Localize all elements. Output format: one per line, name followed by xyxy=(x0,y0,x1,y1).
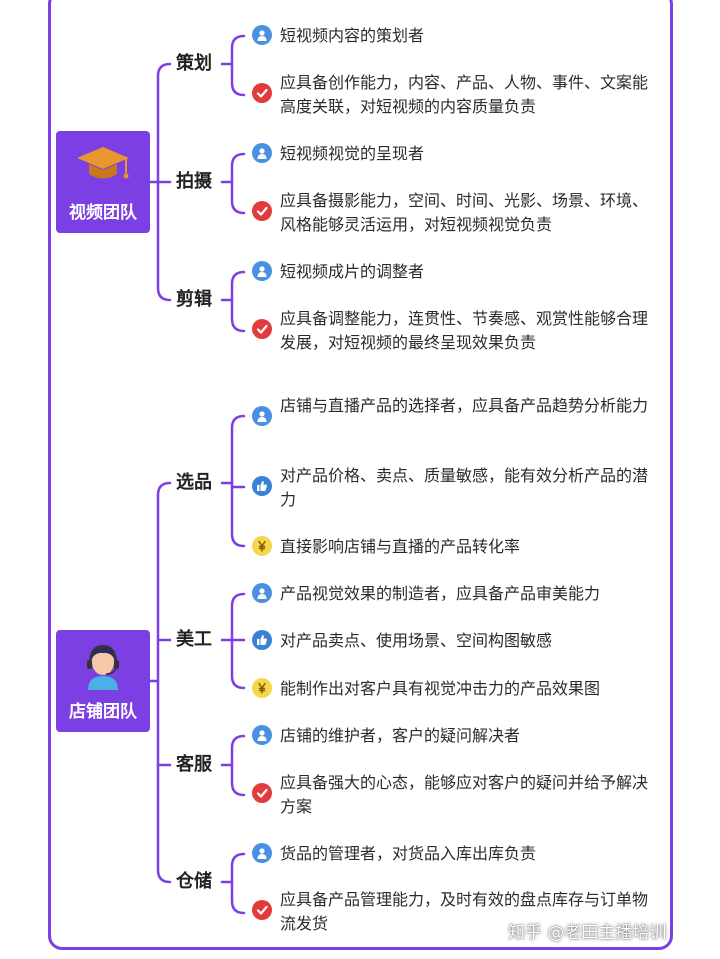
person-icon xyxy=(252,261,272,281)
check-icon xyxy=(252,201,272,221)
person-icon xyxy=(252,843,272,863)
mindmap-frame xyxy=(48,0,673,950)
person-icon xyxy=(252,143,272,163)
item-text: 应具备产品管理能力，及时有效的盘点库存与订单物流发货 xyxy=(280,890,649,933)
item-text: 店铺与直播产品的选择者，应具备产品趋势分析能力 xyxy=(280,396,649,415)
thumbs-up-icon xyxy=(252,476,272,496)
item-text: 应具备调整能力，连贯性、节奏感、观赏性能够合理发展，对短视频的最终呈现效果负责 xyxy=(280,309,649,352)
item-text: 短视频内容的策划者 xyxy=(280,26,425,45)
item-text: 短视频成片的调整者 xyxy=(280,262,425,281)
role-customer-service: 客服 xyxy=(176,754,212,775)
role-warehousing: 仓储 xyxy=(176,871,212,892)
graduation-cap-icon xyxy=(56,141,150,189)
item-text: 对产品价格、卖点、质量敏感，能有效分析产品的潜力 xyxy=(280,466,649,509)
person-icon xyxy=(252,406,272,426)
person-icon xyxy=(252,583,272,603)
item-text: 对产品卖点、使用场景、空间构图敏感 xyxy=(280,631,553,650)
item-text: 店铺的维护者，客户的疑问解决者 xyxy=(280,726,521,745)
item-text: 应具备强大的心态，能够应对客户的疑问并给予解决方案 xyxy=(280,773,649,816)
customer-service-agent-icon xyxy=(56,640,150,690)
thumbs-up-icon xyxy=(252,630,272,650)
yen-coin-icon xyxy=(252,536,272,556)
check-icon xyxy=(252,900,272,920)
item-text: 应具备摄影能力，空间、时间、光影、场景、环境、风格能够灵活运用，对短视频视觉负责 xyxy=(280,191,649,234)
item-text: 能制作出对客户具有视觉冲击力的产品效果图 xyxy=(280,679,601,698)
role-shooting: 拍摄 xyxy=(176,171,212,192)
team-label-shop: 店铺团队 xyxy=(69,702,137,722)
item-text: 短视频视觉的呈现者 xyxy=(280,144,425,163)
item-text: 产品视觉效果的制造者，应具备产品审美能力 xyxy=(280,584,601,603)
check-icon xyxy=(252,319,272,339)
team-node-video: 视频团队 xyxy=(56,131,150,233)
check-icon xyxy=(252,783,272,803)
person-icon xyxy=(252,725,272,745)
item-text: 货品的管理者，对货品入库出库负责 xyxy=(280,844,537,863)
check-icon xyxy=(252,83,272,103)
item-text: 直接影响店铺与直播的产品转化率 xyxy=(280,537,521,556)
role-planning: 策划 xyxy=(176,53,212,74)
watermark: 知乎 @老田主播培训 xyxy=(508,923,667,943)
team-label-video: 视频团队 xyxy=(69,203,137,223)
item-text: 应具备创作能力，内容、产品、人物、事件、文案能高度关联，对短视频的内容质量负责 xyxy=(280,73,649,116)
team-node-shop: 店铺团队 xyxy=(56,630,150,732)
role-product-selection: 选品 xyxy=(176,472,212,493)
role-editing: 剪辑 xyxy=(176,289,212,310)
role-art-design: 美工 xyxy=(176,629,212,650)
yen-coin-icon xyxy=(252,678,272,698)
person-icon xyxy=(252,25,272,45)
